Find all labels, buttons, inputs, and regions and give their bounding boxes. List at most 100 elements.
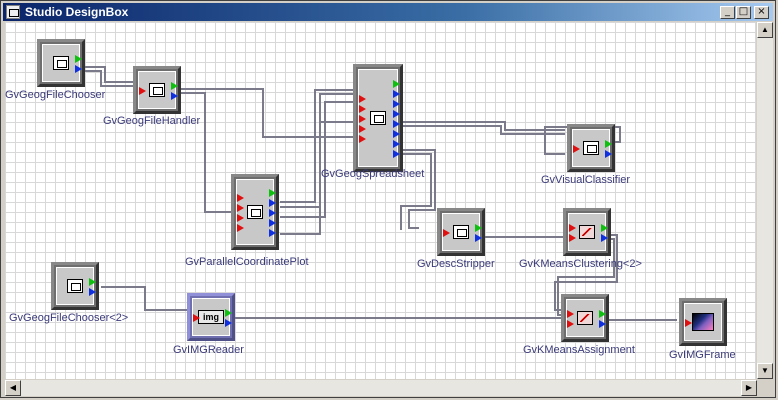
output-port-green[interactable]	[89, 278, 96, 286]
output-port-blue[interactable]	[601, 234, 608, 242]
input-port-red[interactable]	[359, 135, 366, 143]
output-port-green[interactable]	[225, 309, 232, 317]
input-port-red[interactable]	[359, 105, 366, 113]
gv-visual-classifier-bean[interactable]	[567, 124, 615, 172]
minimize-button[interactable]: _	[720, 6, 735, 19]
input-port-red[interactable]	[443, 229, 450, 237]
kmeans-icon	[577, 311, 593, 325]
gv-kmeans-assignment-label: GvKMeansAssignment	[523, 344, 635, 356]
input-port-red[interactable]	[237, 214, 244, 222]
output-port-blue[interactable]	[225, 319, 232, 327]
wire-plot-to-spreadsheet-4	[280, 121, 353, 235]
output-port-blue[interactable]	[393, 110, 400, 118]
window-title: Studio DesignBox	[25, 5, 129, 19]
output-port-blue[interactable]	[393, 100, 400, 108]
gv-kmeans-clustering-2-label: GvKMeansClustering<2>	[519, 258, 642, 270]
wire-handler-to-spreadsheet	[175, 88, 353, 138]
output-port-blue[interactable]	[393, 130, 400, 138]
output-port-blue[interactable]	[605, 150, 612, 158]
input-port-red[interactable]	[567, 320, 574, 328]
wire-spreadsheet-to-classifier-2	[399, 125, 565, 135]
bean-icon	[583, 141, 599, 155]
horizontal-scrollbar[interactable]: ◀ ▶	[5, 380, 757, 396]
gv-parallel-coordinate-plot-label: GvParallelCoordinatePlot	[185, 256, 309, 268]
scrollbar-corner	[757, 380, 773, 396]
input-port-red[interactable]	[359, 95, 366, 103]
scroll-up-button[interactable]: ▲	[757, 22, 773, 38]
output-port-blue[interactable]	[269, 209, 276, 217]
gv-parallel-coordinate-plot-bean[interactable]	[231, 174, 279, 250]
gv-visual-classifier-label: GvVisualClassifier	[541, 174, 631, 186]
maximize-button[interactable]: □	[736, 6, 751, 19]
input-port-red[interactable]	[237, 194, 244, 202]
output-port-blue[interactable]	[393, 140, 400, 148]
input-port-red[interactable]	[567, 310, 574, 318]
scroll-down-button[interactable]: ▼	[757, 363, 773, 379]
input-port-red[interactable]	[139, 87, 146, 95]
wire-handler-to-plot	[175, 92, 231, 213]
output-port-blue[interactable]	[599, 320, 606, 328]
input-port-red[interactable]	[569, 234, 576, 242]
wire-spreadsheet-to-stripper	[399, 149, 436, 229]
input-port-red[interactable]	[193, 314, 200, 322]
wire-kmeans-to-assignment	[554, 234, 618, 311]
input-port-red[interactable]	[685, 319, 692, 327]
output-port-blue[interactable]	[171, 92, 178, 100]
gv-desc-stripper-bean[interactable]	[437, 208, 485, 256]
input-port-red[interactable]	[359, 125, 366, 133]
gv-geog-file-handler-bean[interactable]	[133, 66, 181, 114]
output-port-blue[interactable]	[269, 219, 276, 227]
gv-geog-spreadsheet-bean[interactable]	[353, 64, 403, 172]
output-port-green[interactable]	[393, 80, 400, 88]
gv-geog-file-chooser-2-label: GvGeogFileChooser<2>	[9, 312, 129, 324]
input-port-red[interactable]	[237, 224, 244, 232]
output-port-blue[interactable]	[393, 150, 400, 158]
input-port-red[interactable]	[237, 204, 244, 212]
output-port-green[interactable]	[475, 224, 482, 232]
wire-plot-to-spreadsheet	[280, 89, 353, 203]
gv-kmeans-clustering-2-bean[interactable]	[563, 208, 611, 256]
output-port-green[interactable]	[605, 140, 612, 148]
output-port-blue[interactable]	[393, 90, 400, 98]
close-button[interactable]: ×	[754, 6, 769, 19]
output-port-green[interactable]	[269, 189, 276, 197]
gv-geog-spreadsheet-label: GvGeogSpreadsheet	[321, 168, 425, 180]
scroll-left-button[interactable]: ◀	[5, 380, 21, 396]
bean-icon	[453, 225, 469, 239]
output-port-blue[interactable]	[89, 288, 96, 296]
wire-chooser2-to-reader	[101, 286, 187, 311]
app-window-icon[interactable]	[6, 5, 20, 19]
gv-geog-file-chooser-label: GvGeogFileChooser	[5, 89, 106, 101]
bean-icon	[149, 83, 165, 97]
output-port-green[interactable]	[601, 224, 608, 232]
output-port-green[interactable]	[599, 310, 606, 318]
gv-kmeans-assignment-bean[interactable]	[561, 294, 609, 342]
output-port-blue[interactable]	[269, 199, 276, 207]
gv-img-frame-bean[interactable]	[679, 298, 727, 346]
gv-img-reader-bean[interactable]: img	[187, 293, 235, 341]
input-port-red[interactable]	[573, 145, 580, 153]
img-icon: img	[198, 310, 224, 324]
title-bar[interactable]: Studio DesignBox _ □ ×	[3, 3, 773, 21]
gv-img-frame-label: GvIMGFrame	[669, 349, 736, 361]
vertical-scrollbar[interactable]: ▲ ▼	[757, 22, 773, 379]
input-port-red[interactable]	[359, 115, 366, 123]
output-port-blue[interactable]	[475, 234, 482, 242]
output-port-blue[interactable]	[269, 229, 276, 237]
gv-geog-file-chooser-bean[interactable]	[37, 39, 85, 87]
gv-img-reader-label: GvIMGReader	[173, 344, 244, 356]
output-port-green[interactable]	[75, 55, 82, 63]
wire-layer	[85, 66, 677, 321]
wire-spreadsheet-to-classifier	[399, 121, 565, 131]
image-frame-icon	[692, 313, 714, 331]
output-port-blue[interactable]	[75, 65, 82, 73]
gv-desc-stripper-label: GvDescStripper	[417, 258, 495, 270]
scroll-right-button[interactable]: ▶	[741, 380, 757, 396]
output-port-blue[interactable]	[393, 120, 400, 128]
input-port-red[interactable]	[569, 224, 576, 232]
bean-icon	[370, 111, 386, 125]
output-port-green[interactable]	[171, 82, 178, 90]
gv-geog-file-chooser-2-bean[interactable]	[51, 262, 99, 310]
